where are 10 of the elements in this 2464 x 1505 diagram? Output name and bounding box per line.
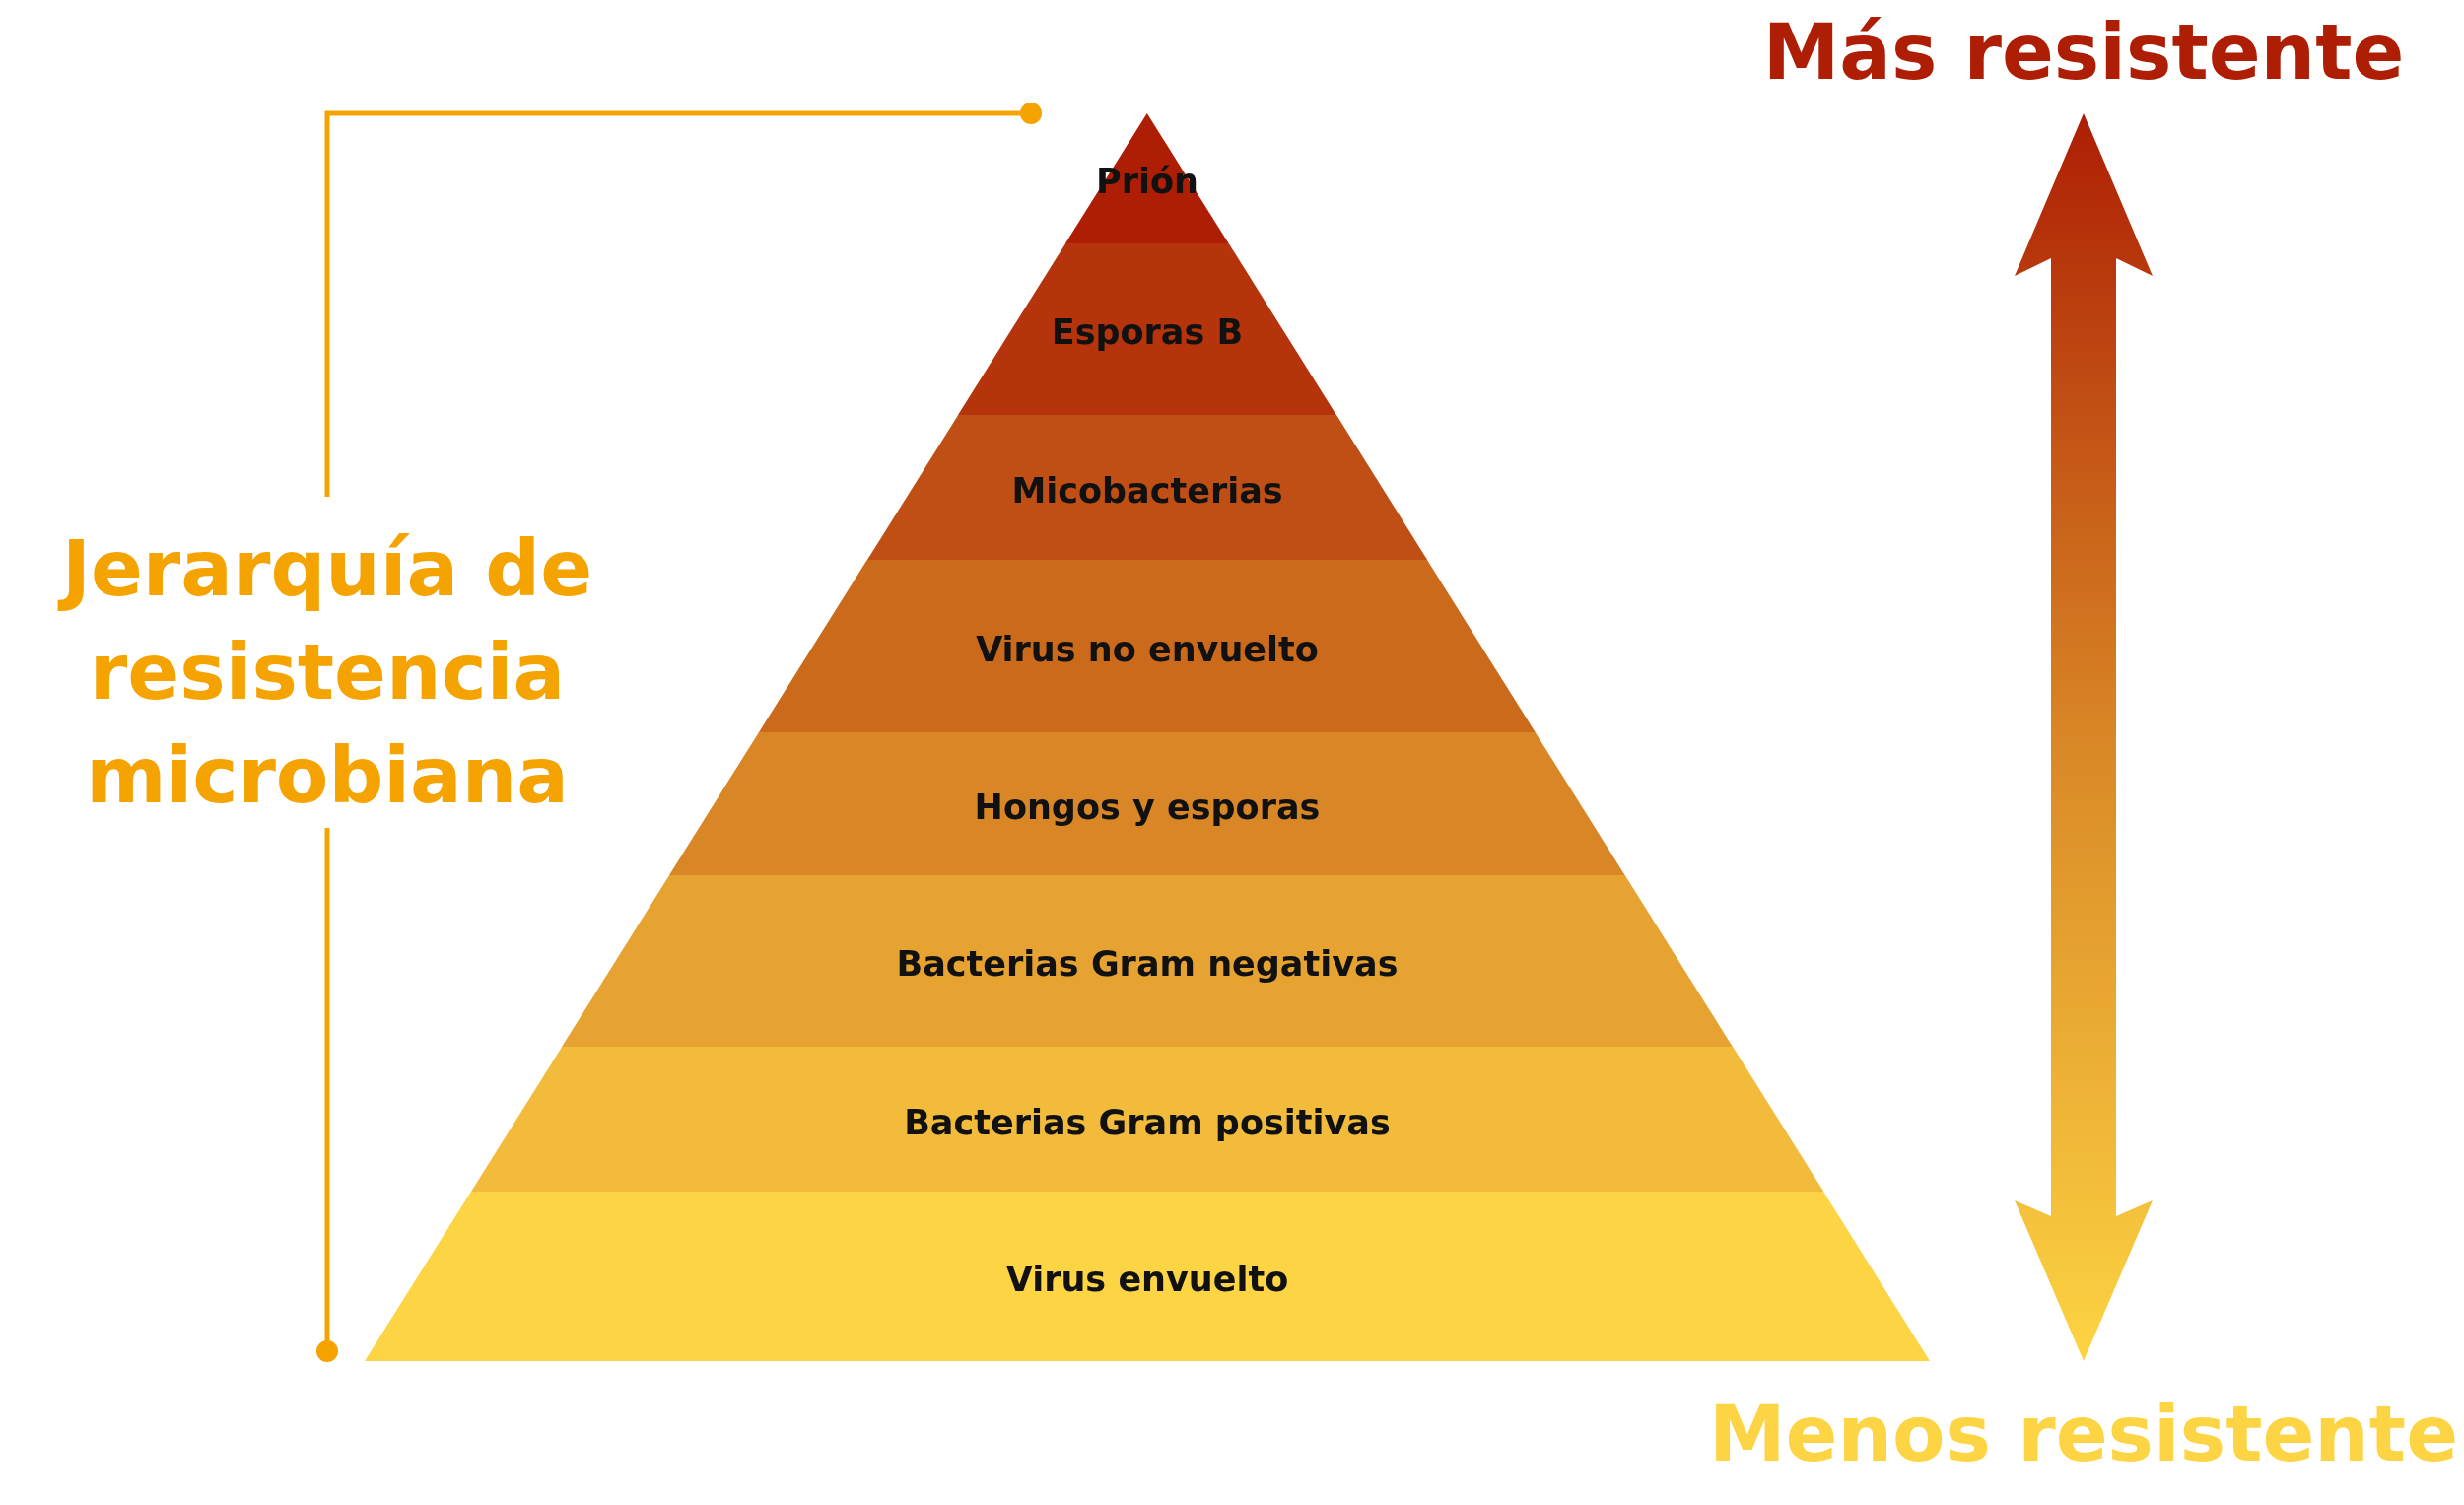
scale-label: Menos resistente xyxy=(1707,1390,2460,1478)
tier-label: Bacterias Gram negativas xyxy=(896,944,1399,985)
tier-label: Esporas B xyxy=(1051,312,1244,353)
scale-label: Más resistente xyxy=(1761,8,2406,97)
tier-label: Bacterias Gram positivas xyxy=(904,1102,1391,1142)
tier-label: Virus envuelto xyxy=(1005,1260,1289,1300)
diagram-title: Jerarquía de resistencia microbiana xyxy=(32,517,623,828)
tier-label: Hongos y esporas xyxy=(974,787,1321,827)
tier-label: Micobacterias xyxy=(1011,470,1283,511)
tier-label: Virus no envuelto xyxy=(976,629,1319,669)
